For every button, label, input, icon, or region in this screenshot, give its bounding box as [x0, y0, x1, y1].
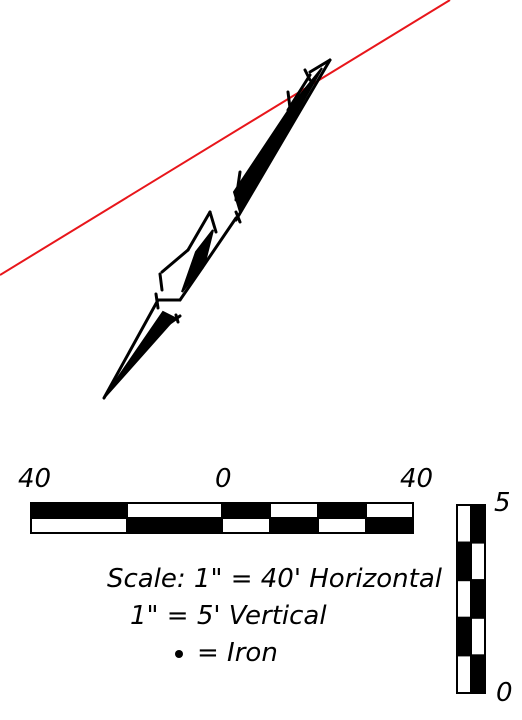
h-scale-cell	[269, 502, 319, 519]
v-scale-cell	[456, 616, 472, 657]
scale-vertical-text: 1" = 5' Vertical	[130, 601, 327, 631]
h-scale-cell	[221, 517, 271, 534]
profile-outline	[102, 58, 332, 400]
h-scale-right-label: 40	[400, 464, 434, 494]
scale-horizontal-text: Scale: 1" = 40' Horizontal	[106, 564, 442, 594]
v-scale-cell	[456, 654, 472, 695]
h-scale-cell	[269, 517, 319, 534]
h-scale-cell	[317, 517, 367, 534]
h-scale-cell	[365, 517, 414, 534]
h-scale-cell	[30, 517, 128, 534]
v-scale-cell	[456, 579, 472, 619]
h-scale-cell	[365, 502, 414, 519]
h-scale-cell	[221, 502, 271, 519]
iron-legend-text: = Iron	[197, 638, 278, 668]
profile-shape	[103, 67, 323, 399]
v-scale-cell	[470, 504, 486, 544]
v-scale-cell	[470, 616, 486, 657]
h-scale-cell	[317, 502, 367, 519]
h-scale-cell	[126, 502, 223, 519]
v-scale-cell	[456, 541, 472, 582]
v-scale-cell	[456, 504, 472, 544]
iron-bullet-icon	[175, 650, 183, 658]
h-scale-center-label: 0	[215, 464, 232, 494]
h-scale-cell	[126, 517, 223, 534]
v-scale-cell	[470, 541, 486, 582]
vertical-scale-bar	[456, 504, 486, 695]
v-scale-cell	[470, 654, 486, 695]
h-scale-left-label: 40	[18, 464, 52, 494]
v-scale-top-label: 5	[494, 488, 511, 518]
horizontal-scale-bar	[30, 502, 414, 534]
survey-line	[0, 0, 451, 276]
v-scale-bottom-label: 0	[496, 678, 513, 708]
v-scale-cell	[470, 579, 486, 619]
h-scale-cell	[30, 502, 128, 519]
